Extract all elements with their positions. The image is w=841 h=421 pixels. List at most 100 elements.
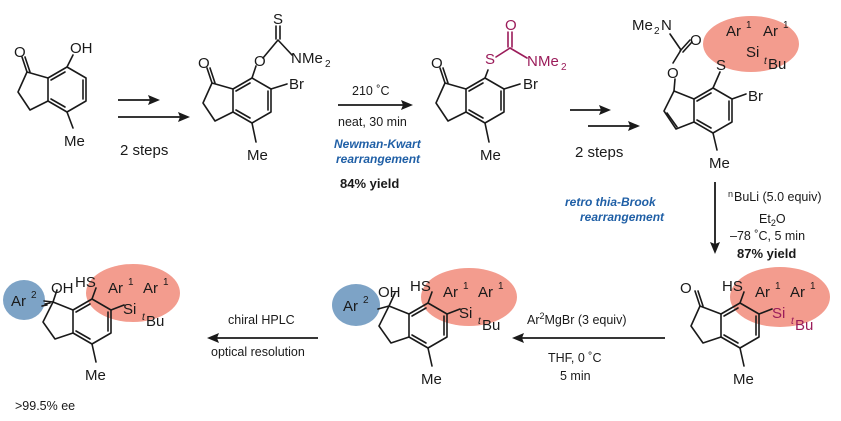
oxo-label: O [431,55,443,72]
ar2-highlight [3,280,45,320]
aryl1-right-sup: 1 [498,281,504,292]
step2-yield: 84% yield [340,176,399,191]
methyl-label: Me [85,367,106,384]
compound-hydroxyindanone: O OH Me [14,40,93,150]
dimethylamino-subscript: 2 [654,26,660,37]
enol-o-label: O [667,65,679,82]
dimethyl-subscript: 2 [325,59,331,70]
sulfur-label: S [485,51,495,68]
tbu-t: t [142,312,146,323]
hydroxy-label: OH [378,284,401,301]
aryl1-right-sup: 1 [783,20,789,31]
compound-enantiopure-alcohol: Ar 2 OH HS Ar 1 Ar 1 Si t Bu Me >99.5% e… [3,264,180,413]
arrow-grignard: Ar2MgBr (3 equiv) THF, 0 ˚C 5 min [512,311,665,383]
step5-time: 5 min [560,369,591,383]
methyl-label: Me [480,147,501,164]
thiol-label: HS [410,278,431,295]
dimethyl-label: Me [302,50,323,67]
methyl-label: Me [421,371,442,388]
silicon-label: Si [459,305,472,322]
step4-yield: 87% yield [737,246,796,261]
step4-reagent-sup: n [728,189,733,199]
tbu-label: Bu [768,56,786,73]
aryl1-right: Ar [143,280,158,297]
arrow-newman-kwart: 210 ˚C neat, 30 min Newman-Kwart rearran… [334,84,422,191]
tbu-t: t [764,56,768,67]
compound-thiol-indanone: O HS Ar 1 Ar 1 Si t Bu Me [680,267,830,388]
methyl-label: Me [247,147,268,164]
aryl1-right-sup: 1 [163,277,169,288]
step3-label: 2 steps [575,144,623,161]
tbu-label: Bu [146,313,164,330]
sulfur-label: S [716,57,726,74]
aryl1-left-sup: 1 [463,281,469,292]
arrow-step-3: 2 steps [570,105,640,161]
ar1-highlight [703,16,799,72]
nitrogen-label: N [527,53,538,70]
bromo-label: Br [523,76,538,93]
step2-condition: neat, 30 min [338,115,407,129]
compound-racemic-alcohol: Ar 2 OH HS Ar 1 Ar 1 Si t Bu Me [332,268,517,388]
aryl1-right-sup: 1 [810,281,816,292]
nitrogen-label: N [291,50,302,67]
aryl1-right: Ar [763,23,778,40]
methyl-label: Me [709,155,730,172]
step4-condition: –78 ˚C, 5 min [730,229,805,243]
retro-thia-brook-rearrangement: rearrangement [580,210,665,224]
step6-resolution: optical resolution [211,345,305,359]
methyl-label: Me [64,133,85,150]
ar1-highlight [86,264,180,322]
aryl1-left-sup: 1 [775,281,781,292]
arrow-chiral-hplc: chiral HPLC optical resolution [207,313,318,359]
aryl2-sup: 2 [363,295,369,306]
bromo-label: Br [289,76,304,93]
hydroxy-label: OH [51,280,74,297]
step4-solvent: Et2O [759,212,786,228]
ether-o-label: O [254,53,266,70]
dimethylamino-label: Me [632,17,653,34]
aryl1-left: Ar [443,284,458,301]
step5-reagent: Ar2MgBr (3 equiv) [527,311,627,327]
carbonyl-o-label: O [690,32,702,49]
tbu-label: Bu [482,317,500,334]
silicon-label: Si [123,301,136,318]
retro-thia-brook-name: retro thia-Brook [565,195,657,209]
dimethyl-subscript: 2 [561,62,567,73]
aryl2-sup: 2 [31,290,37,301]
arrow-step-1: 2 steps [118,95,190,159]
aryl2-label: Ar [343,298,358,315]
aryl1-left-sup: 1 [746,20,752,31]
amine-n-label: N [661,17,672,34]
bromo-label: Br [748,88,763,105]
tbu-label: Bu [795,317,813,334]
step5-solvent: THF, 0 ˚C [548,351,601,365]
newman-kwart-name: Newman-Kwart [334,137,422,151]
aryl1-left: Ar [108,280,123,297]
compound-o-thiocarbamate: O O S N Me 2 Br Me [198,11,331,164]
compound-silyl-thioether: Me 2 N O O S Ar 1 Ar 1 Si t Bu Br Me [632,16,799,172]
aryl1-right: Ar [790,284,805,301]
dimethyl-label: Me [538,53,559,70]
thione-s-label: S [273,11,283,28]
tbu-t: t [478,316,482,327]
aryl2-label: Ar [11,293,26,310]
tbu-t: t [791,316,795,327]
aryl1-left: Ar [726,23,741,40]
silicon-label: Si [772,305,785,322]
aryl1-right: Ar [478,284,493,301]
oxo-label: O [198,55,210,72]
enantiomeric-excess: >99.5% ee [15,399,75,413]
methyl-label: Me [733,371,754,388]
hydroxy-label: OH [70,40,93,57]
ar2-highlight [332,284,380,326]
aryl1-left-sup: 1 [128,277,134,288]
step4-reagent: BuLi (5.0 equiv) [734,190,822,204]
oxo-label: O [680,280,692,297]
step2-temperature: 210 ˚C [352,84,390,98]
thiol-label: HS [75,274,96,291]
compound-s-thiocarbamate: O S O N Me 2 Br Me [431,17,567,164]
oxo-label: O [14,44,26,61]
carbonyl-o-label: O [505,17,517,34]
silicon-label: Si [746,44,759,61]
